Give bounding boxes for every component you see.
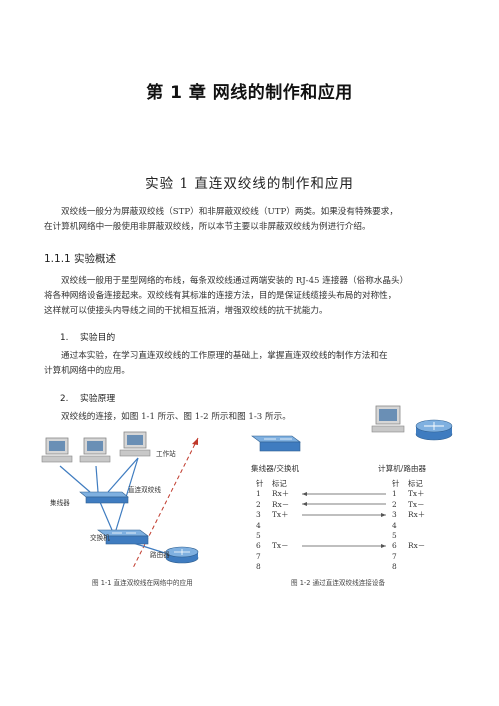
figure2-caption: 图 1-2 通过直连双绞线连接设备 (291, 579, 386, 587)
table-header: 针标记 (392, 479, 423, 488)
table-row: 5 (256, 531, 289, 541)
switch-icon (97, 529, 149, 545)
table-row: 8 (256, 562, 289, 572)
overview-line-3: 这样就可以使接头内导线之间的干扰相互抵消，增强双绞线的抗干扰能力。 (44, 306, 328, 317)
table-row: 3 Tx＋ (256, 510, 289, 520)
overview-paragraph: 双绞线一般用于星型网络的布线，每条双绞线通过两端安装的 RJ-45 连接器（俗称… (44, 274, 456, 320)
pin-number: 5 (392, 531, 397, 541)
arrow-left-icon (302, 502, 307, 506)
figure2-pin-arrows (302, 492, 386, 548)
figure2-switch-icon (251, 435, 301, 452)
overview-line-1: 双绞线一般用于星型网络的布线，每条双绞线通过两端安装的 RJ-45 连接器（俗称… (61, 276, 409, 286)
pin-number: 6 (256, 541, 261, 551)
pin-number: 2 (256, 499, 261, 509)
purpose-title: 实验目的 (80, 333, 116, 343)
section-title: 实验 1 直连双绞线的制作和应用 (145, 176, 354, 192)
subsection-title: 1.1.1 实验概述 (44, 253, 117, 265)
pin-number: 5 (256, 531, 261, 541)
pin-mark: Tx＋ (408, 489, 425, 499)
pin-mark: Rx＋ (408, 510, 426, 520)
table-row: 1 Tx＋ (392, 489, 425, 499)
purpose-number: 1. (60, 333, 69, 343)
table-row: 3 Rx＋ (392, 510, 425, 520)
router-icon (165, 546, 199, 564)
table-row: 6 Rx－ (392, 541, 425, 551)
pin-number: 4 (392, 520, 397, 530)
principle-paragraph: 双绞线的连接，如图 1-1 所示、图 1-2 所示和图 1-3 所示。 (44, 410, 456, 425)
router-icon-2 (415, 419, 453, 441)
label-hub: 集线器 (50, 499, 70, 507)
figure1-caption: 图 1-1 直连双绞线在网络中的应用 (92, 579, 193, 587)
intro-paragraph: 双绞线一般分为屏蔽双绞线（STP）和非屏蔽双绞线（UTP）两类。如果没有特殊要求… (44, 205, 456, 235)
table-row: 4 (256, 521, 289, 531)
purpose-heading: 1. 实验目的 (60, 330, 115, 343)
pin-mark: Tx＋ (272, 510, 289, 520)
pin-number: 4 (256, 520, 261, 530)
purpose-line-1: 通过本实验，在学习直连双绞线的工作原理的基础上，掌握直连双绞线的制作方法和在 (61, 351, 388, 361)
table-row: 1 Rx＋ (256, 489, 289, 499)
pin-number: 3 (392, 510, 397, 520)
computer-icon (371, 405, 405, 433)
pin-number: 7 (392, 551, 397, 561)
table-row: 5 (392, 531, 425, 541)
figure2-right-device-label: 计算机/路由器 (378, 464, 427, 473)
purpose-paragraph: 通过本实验，在学习直连双绞线的工作原理的基础上，掌握直连双绞线的制作方法和在 计… (44, 349, 456, 379)
principle-line: 双绞线的连接，如图 1-1 所示、图 1-2 所示和图 1-3 所示。 (61, 412, 291, 422)
table-row: 6 Tx－ (256, 541, 289, 551)
table-row: 7 (256, 552, 289, 562)
pc-icon-1 (41, 437, 73, 463)
arrow-left-icon (302, 492, 307, 496)
figure2-left-device-label: 集线器/交换机 (251, 464, 300, 473)
pin-number: 1 (392, 489, 397, 499)
principle-heading: 2. 实验原理 (60, 391, 115, 404)
chapter-title: 第 1 章 网线的制作和应用 (146, 83, 353, 103)
pin-mark: Rx－ (272, 499, 290, 509)
pin-number: 1 (256, 489, 261, 499)
intro-line-1: 双绞线一般分为屏蔽双绞线（STP）和非屏蔽双绞线（UTP）两类。如果没有特殊要求… (61, 207, 398, 217)
pc-icon-2 (79, 437, 111, 463)
label-cable: 直连双绞线 (128, 486, 161, 494)
table-row: 4 (392, 521, 425, 531)
pin-mark: Rx＋ (272, 489, 290, 499)
pin-number: 3 (256, 510, 261, 520)
pin-number: 8 (256, 562, 261, 572)
pin-mark: Tx－ (272, 541, 289, 551)
table-header: 针标记 (256, 479, 287, 488)
table-row: 2 Rx－ (256, 500, 289, 510)
label-switch: 交换机 (90, 534, 110, 542)
pin-number: 7 (256, 551, 261, 561)
figure-network-diagram (41, 431, 199, 569)
pin-number: 6 (392, 541, 397, 551)
table-row: 8 (392, 562, 425, 572)
arrow-right-icon (381, 544, 386, 548)
hub-icon (79, 491, 129, 504)
pin-mark: Rx－ (408, 541, 426, 551)
table-row: 2 Tx－ (392, 500, 425, 510)
label-router: 路由器 (150, 551, 170, 559)
table-row: 7 (392, 552, 425, 562)
pin-mark: Tx－ (408, 499, 425, 509)
pc-icon-3 (119, 431, 151, 457)
pin-number: 8 (392, 562, 397, 572)
purpose-line-2: 计算机网络中的应用。 (44, 366, 130, 377)
arrow-right-icon (381, 513, 386, 517)
principle-title: 实验原理 (80, 394, 116, 404)
figure2-computer-router-icon (371, 405, 453, 441)
pin-number: 2 (392, 499, 397, 509)
overview-line-2: 将各种网络设备连接起来。双绞线有其标准的连接方法，目的是保证线缆接头布局的对称性… (44, 291, 397, 302)
principle-number: 2. (60, 394, 69, 404)
label-workstation: 工作站 (156, 450, 176, 458)
intro-line-2: 在计算机网络中一般使用非屏蔽双绞线，所以本节主要以非屏蔽双绞线为例进行介绍。 (44, 222, 371, 233)
cable-arrow-icon (192, 438, 198, 445)
